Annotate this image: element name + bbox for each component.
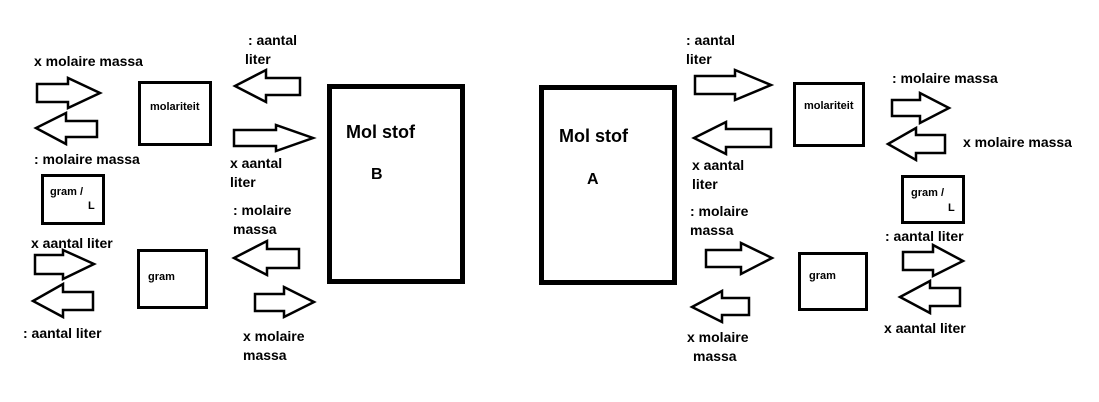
arrow-right bbox=[693, 68, 775, 102]
arrow-right bbox=[33, 248, 97, 281]
gram-per-liter-box: gram / L bbox=[41, 174, 105, 225]
label-x-molaire: x molaire bbox=[687, 329, 749, 345]
label-molaire-massa-divide: : molaire massa bbox=[892, 70, 998, 86]
gram-box: gram bbox=[137, 249, 208, 309]
mol-stof-label: Mol stof bbox=[559, 126, 628, 146]
arrow-right bbox=[35, 76, 103, 110]
liter-unit-label: L bbox=[948, 202, 955, 214]
mol-stof-b-box: Mol stof B bbox=[327, 84, 465, 284]
arrow-right bbox=[704, 241, 775, 277]
label-x-aantal: x aantal bbox=[230, 155, 283, 171]
gram-per-liter-box: gram / L bbox=[901, 175, 965, 224]
arrow-left bbox=[231, 238, 301, 278]
label-molaire-divide: : molaire bbox=[233, 202, 292, 218]
gram-label: gram bbox=[809, 270, 836, 282]
label-molaire-massa-divide: : molaire massa bbox=[34, 151, 140, 167]
label-aantal-liter-divide: : aantal liter bbox=[885, 228, 964, 244]
arrow-right bbox=[253, 284, 317, 320]
molariteit-box: molariteit bbox=[138, 81, 212, 146]
label-aantal-divide: : aantal bbox=[686, 32, 736, 48]
arrow-left bbox=[33, 110, 99, 147]
label-massa: massa bbox=[690, 222, 734, 238]
label-x-molaire-massa: x molaire massa bbox=[963, 134, 1072, 150]
arrow-left bbox=[689, 288, 751, 325]
label-molaire-divide: : molaire bbox=[690, 203, 749, 219]
arrow-left bbox=[897, 278, 962, 316]
liter-unit-label: L bbox=[88, 200, 95, 212]
gram-per-label: gram / bbox=[911, 187, 945, 199]
arrow-left bbox=[885, 125, 947, 163]
gram-per-label: gram / bbox=[50, 186, 84, 198]
label-x-aantal: x aantal bbox=[692, 157, 745, 173]
label-x-aantal-liter: x aantal liter bbox=[884, 320, 966, 336]
mol-stof-a-box: Mol stof A bbox=[539, 85, 677, 285]
label-liter: liter bbox=[686, 51, 712, 67]
molariteit-label: molariteit bbox=[150, 101, 200, 113]
arrow-left bbox=[232, 67, 302, 105]
molariteit-box: molariteit bbox=[793, 82, 865, 147]
arrow-right bbox=[232, 123, 317, 153]
label-aantal-liter-divide: : aantal liter bbox=[23, 325, 102, 341]
arrow-left bbox=[691, 119, 773, 157]
label-x-molaire-massa: x molaire massa bbox=[34, 53, 143, 69]
arrow-right bbox=[901, 242, 966, 279]
label-massa: massa bbox=[233, 221, 277, 237]
gram-box: gram bbox=[798, 252, 868, 311]
mol-stof-label: Mol stof bbox=[346, 122, 415, 142]
mol-letter-label: A bbox=[587, 171, 599, 188]
label-x-aantal-liter: x aantal liter bbox=[31, 235, 113, 251]
arrow-right bbox=[890, 90, 952, 126]
label-liter: liter bbox=[692, 176, 718, 192]
gram-label: gram bbox=[148, 271, 175, 283]
label-liter: liter bbox=[245, 51, 271, 67]
label-aantal-divide: : aantal bbox=[248, 32, 298, 48]
molariteit-label: molariteit bbox=[804, 100, 854, 112]
label-massa: massa bbox=[693, 348, 737, 364]
mol-letter-label: B bbox=[371, 166, 383, 183]
arrow-left bbox=[30, 281, 95, 320]
label-x-molaire: x molaire bbox=[243, 328, 305, 344]
label-liter: liter bbox=[230, 174, 256, 190]
label-massa: massa bbox=[243, 347, 287, 363]
